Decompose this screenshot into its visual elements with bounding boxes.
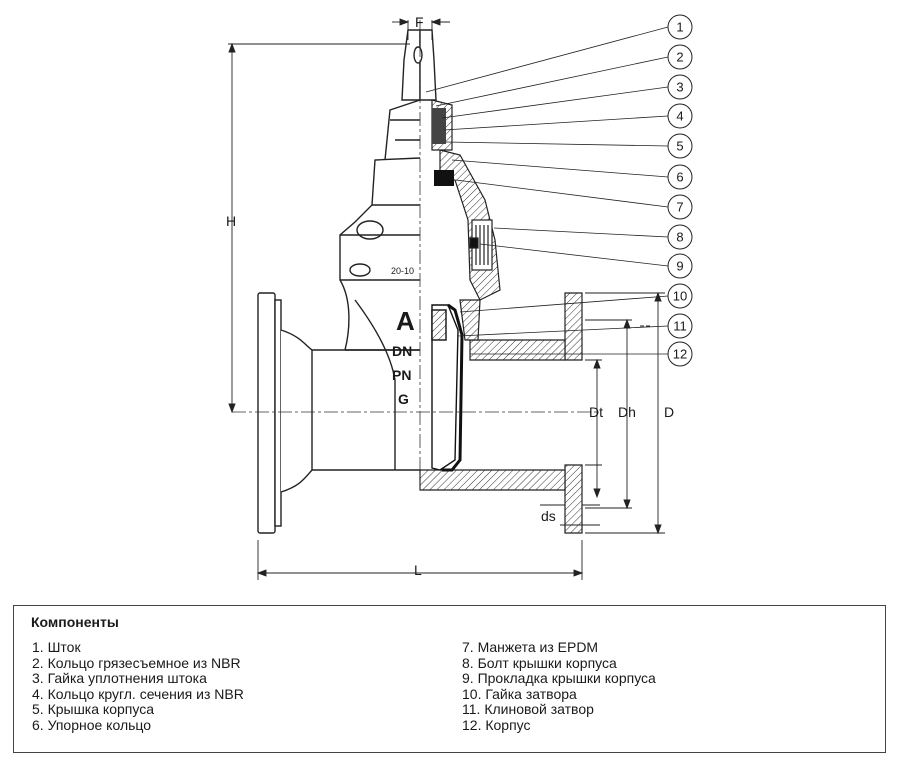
svg-text:PN: PN <box>392 367 411 383</box>
callout-number: 1 <box>676 20 683 35</box>
callout-circle <box>667 283 693 309</box>
stem <box>401 29 437 101</box>
legend-item: 4. Кольцо кругл. сечения из NBR <box>32 685 244 702</box>
center-lines <box>232 20 600 490</box>
callout-number: 5 <box>676 139 683 154</box>
callout-circle <box>667 133 693 159</box>
bonnet-bolt <box>469 219 493 271</box>
callout-number: 7 <box>676 200 683 215</box>
svg-text:DN: DN <box>392 343 412 359</box>
legend-item: 12. Корпус <box>462 716 531 733</box>
svg-text:Dt: Dt <box>589 404 603 420</box>
wedge-gate <box>431 303 464 472</box>
legend-item: 3. Гайка уплотнения штока <box>32 670 207 686</box>
callout-number: 11 <box>673 319 687 334</box>
svg-text:A: A <box>396 306 415 336</box>
callout-circle <box>667 103 693 129</box>
callout-number: 2 <box>676 50 683 65</box>
callout-number: 8 <box>676 230 683 245</box>
svg-text:Dh: Dh <box>618 404 636 420</box>
callout-circle <box>667 74 693 100</box>
gate-valve-drawing: 20-10 A DN PN G <box>226 14 693 580</box>
components-legend: Компоненты 1. Шток 2. Кольцо грязесъемно… <box>13 605 886 753</box>
legend-column-right: 7. Манжета из EPDM 8. Болт крышки корпус… <box>462 639 656 733</box>
svg-text:H: H <box>226 213 236 229</box>
dimension-lines <box>228 18 665 580</box>
callout-number: 12 <box>673 347 687 362</box>
legend-item: 2. Кольцо грязесъемное из NBR <box>32 654 241 671</box>
callout-number: 9 <box>676 259 683 274</box>
svg-text:20-10: 20-10 <box>391 266 414 276</box>
callout-number: 4 <box>676 109 683 124</box>
legend-item: 11. Клиновой затвор <box>462 701 594 717</box>
callout-leaders <box>425 26 669 355</box>
callout-number: 10 <box>673 289 687 304</box>
svg-text:F: F <box>415 14 424 30</box>
stem-rings <box>432 108 446 144</box>
callout-circle <box>667 44 693 70</box>
svg-text:ds: ds <box>541 508 556 524</box>
callout-circle <box>667 224 693 250</box>
svg-text:G: G <box>398 391 409 407</box>
legend-item: 1. Шток <box>32 639 81 655</box>
callout-circle <box>667 313 693 339</box>
legend-column-left: 1. Шток 2. Кольцо грязесъемное из NBR 3.… <box>32 639 244 733</box>
legend-item: 9. Прокладка крышки корпуса <box>462 670 656 686</box>
legend-item: 7. Манжета из EPDM <box>462 639 599 655</box>
callout-circle <box>667 14 693 40</box>
legend-item: 8. Болт крышки корпуса <box>462 654 617 671</box>
svg-text:L: L <box>414 562 422 578</box>
callout-circle <box>667 341 693 367</box>
valve-body-outline <box>257 99 421 534</box>
epdm-sleeve <box>434 170 454 186</box>
legend-item: 5. Крышка корпуса <box>32 701 154 717</box>
svg-text:D: D <box>664 404 674 420</box>
callout-circle <box>667 253 693 279</box>
legend-item: 6. Упорное кольцо <box>32 716 152 733</box>
casting-markings: 20-10 A DN PN G <box>391 266 415 407</box>
dimension-labels: F H L D Dh Dt ds <box>226 14 674 578</box>
callout-number: 3 <box>676 80 683 95</box>
callout-circle <box>667 194 693 220</box>
legend-item: 10. Гайка затвора <box>462 685 577 702</box>
legend-title: Компоненты <box>31 614 119 630</box>
callout-circle <box>667 164 693 190</box>
callout-number: 6 <box>676 170 683 185</box>
